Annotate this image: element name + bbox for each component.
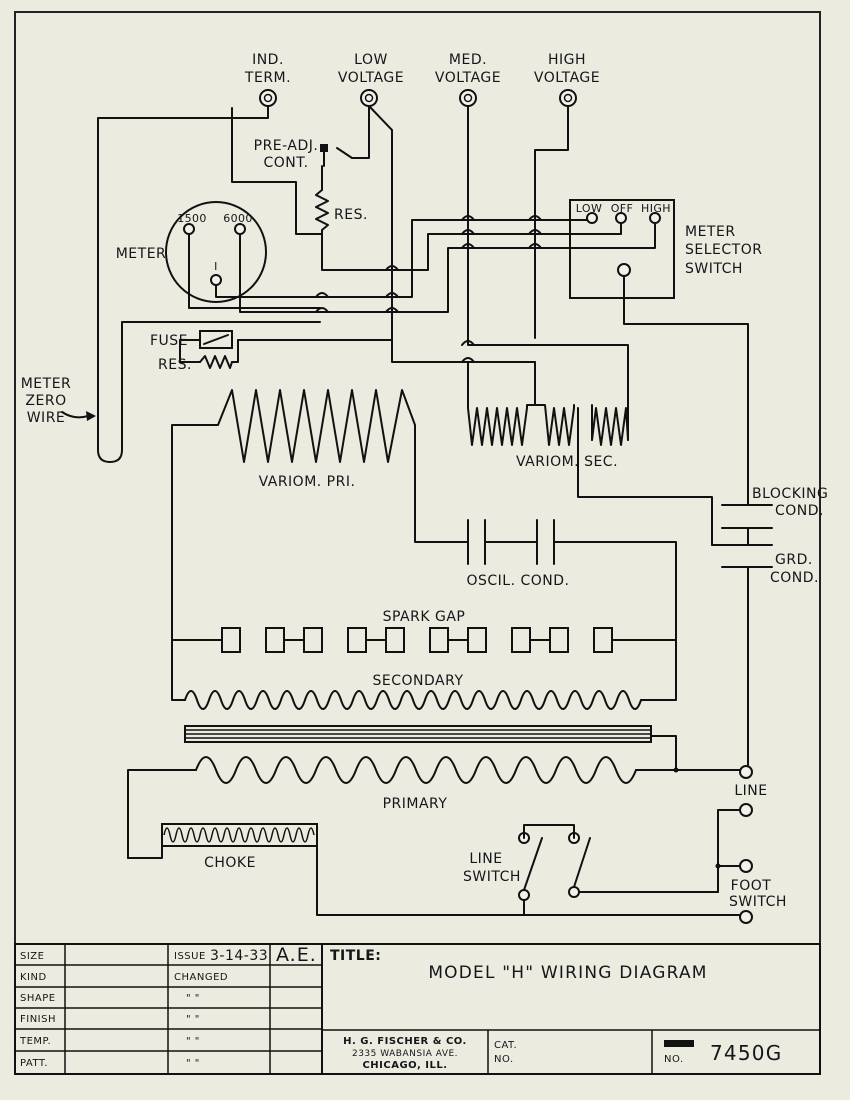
foot-switch-label-1: FOOT — [731, 878, 772, 894]
meter-1500-label: 1500 — [177, 212, 207, 225]
pre-adj-label-1: PRE-ADJ. — [254, 138, 319, 154]
tb-company-city: CHICAGO, ILL. — [362, 1060, 447, 1071]
foot-switch-label-2: SWITCH — [729, 894, 787, 910]
tb-change-shape: " " — [186, 993, 200, 1004]
line-switch — [518, 824, 719, 916]
blocking-cond-label-1: BLOCKING — [752, 486, 828, 502]
blocking-cond-label-2: COND. — [775, 503, 824, 519]
high-voltage-label-2: VOLTAGE — [534, 70, 600, 86]
res-upper-label: RES. — [334, 207, 368, 223]
fuse-label: FUSE — [150, 333, 188, 349]
ind-term-label-2: TERM. — [244, 70, 291, 86]
tb-change-patt: " " — [186, 1058, 200, 1069]
line-switch-label-1: LINE — [469, 851, 502, 867]
variom-sec-label: VARIOM. SEC. — [516, 454, 618, 470]
tb-no-label: NO. — [494, 1054, 514, 1065]
oscil-cond — [467, 519, 677, 641]
med-voltage-label-1: MED. — [449, 52, 487, 68]
tb-change-finish: " " — [186, 1014, 200, 1025]
low-voltage-label-1: LOW — [354, 52, 388, 68]
primary-coil — [127, 735, 741, 859]
meter-zero-arrow-icon — [86, 411, 96, 421]
tb-cat-label: CAT. — [494, 1040, 517, 1051]
choke — [127, 823, 525, 916]
meter: METER 1500 6000 I — [116, 201, 267, 303]
selector-label-1: METER — [685, 224, 736, 240]
secondary-label: SECONDARY — [373, 673, 464, 689]
res-lower-label: RES. — [158, 357, 192, 373]
line-switch-label-2: SWITCH — [463, 869, 521, 885]
meter-selector-switch: LOW OFF HIGH — [569, 199, 675, 299]
top-terminals: IND. TERM. LOW VOLTAGE MED. VOLTAGE HIGH… — [244, 52, 600, 107]
tb-row-label-temp: TEMP. — [19, 1036, 51, 1047]
meter-6000-label: 6000 — [223, 212, 253, 225]
upper-wiring — [97, 105, 749, 546]
high-voltage-terminal — [559, 89, 577, 107]
tb-issue-date: 3-14-33 — [210, 948, 268, 964]
redaction-bar — [664, 1040, 694, 1047]
tb-drawing-number: 7450G — [710, 1041, 782, 1065]
tb-change-kind: CHANGED — [174, 972, 228, 983]
meter-zero-label-3: WIRE — [27, 410, 66, 426]
tb-row-label-finish: FINISH — [20, 1014, 56, 1025]
tb-row-label-size: SIZE — [20, 951, 44, 962]
selector-high-label: HIGH — [641, 202, 671, 215]
line-label: LINE — [734, 783, 767, 799]
selector-low-label: LOW — [576, 202, 602, 215]
low-voltage-label-2: VOLTAGE — [338, 70, 404, 86]
meter-label: METER — [116, 246, 167, 262]
selector-label-3: SWITCH — [685, 261, 743, 277]
high-voltage-label-1: HIGH — [548, 52, 586, 68]
grd-cond-label-2: COND. — [770, 570, 819, 586]
secondary-coil — [171, 639, 677, 710]
tb-title-label: TITLE: — [330, 948, 381, 964]
line-terminals — [523, 765, 753, 924]
variom-secondary — [467, 361, 629, 446]
pre-adj-label-2: CONT. — [263, 155, 308, 171]
ind-term-terminal — [259, 89, 277, 107]
transformer-core — [184, 725, 652, 743]
blocking-and-grd-cond — [711, 504, 773, 766]
oscil-cond-label: OSCIL. COND. — [466, 573, 569, 589]
tb-issue-label: ISSUE — [174, 951, 206, 962]
spark-gap-label: SPARK GAP — [383, 609, 466, 625]
variom-pri-label: VARIOM. PRI. — [259, 474, 356, 490]
tb-no2-label: NO. — [664, 1054, 684, 1065]
title-block: SIZE KIND SHAPE FINISH TEMP. PATT. ISSUE… — [14, 943, 821, 1075]
tb-change-temp: " " — [186, 1036, 200, 1047]
meter-zero-label-1: METER — [21, 376, 72, 392]
tb-issue-initials: A.E. — [276, 944, 317, 966]
med-voltage-label-2: VOLTAGE — [435, 70, 501, 86]
primary-label: PRIMARY — [383, 796, 448, 812]
meter-i-label: I — [214, 260, 218, 273]
med-voltage-terminal — [459, 89, 477, 107]
fuse — [199, 330, 233, 349]
tb-row-label-patt: PATT. — [20, 1058, 48, 1069]
low-voltage-terminal — [360, 89, 378, 107]
diagram-title: MODEL "H" WIRING DIAGRAM — [428, 963, 707, 983]
grd-cond-label-1: GRD. — [775, 552, 813, 568]
tb-row-label-shape: SHAPE — [20, 993, 56, 1004]
choke-label: CHOKE — [204, 855, 256, 871]
tb-company-name: H. G. FISCHER & CO. — [343, 1036, 467, 1047]
ind-term-label-1: IND. — [252, 52, 284, 68]
spark-gap — [171, 627, 677, 653]
variom-primary — [171, 389, 469, 641]
selector-off-label: OFF — [611, 202, 634, 215]
selector-label-2: SELECTOR — [685, 242, 762, 258]
tb-company-address: 2335 WABANSIA AVE. — [352, 1049, 458, 1059]
tb-row-label-kind: KIND — [20, 972, 47, 983]
meter-zero-label-2: ZERO — [25, 393, 66, 409]
